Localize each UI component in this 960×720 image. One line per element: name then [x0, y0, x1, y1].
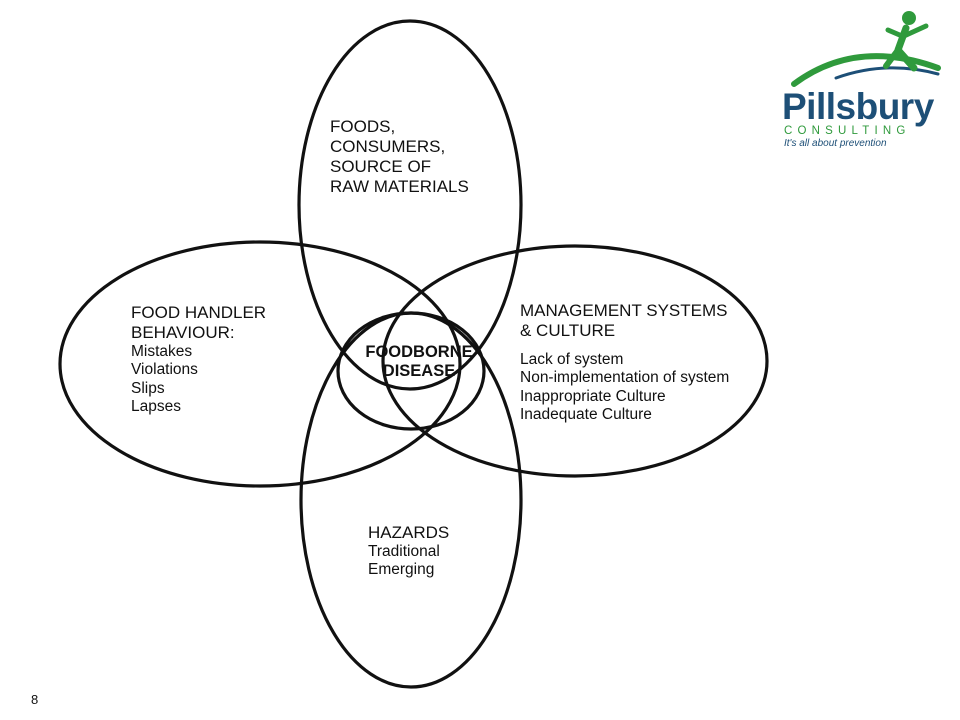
management-item-inappropriate-culture: Inappropriate Culture: [520, 387, 666, 405]
management-title-line-1: MANAGEMENT SYSTEMS: [520, 301, 728, 320]
management-item-lack-of-system: Lack of system: [520, 351, 624, 369]
runner-figure-icon: [791, 11, 941, 87]
management-title-line-2: & CULTURE: [520, 321, 616, 341]
foods-title-line-3: SOURCE OF: [330, 157, 432, 177]
food-handler-behaviour-label: FOOD HANDLER BEHAVIOUR: Mistakes Violati…: [131, 303, 266, 416]
management-systems-label: MANAGEMENT SYSTEMS & CULTURE Lack of sys…: [520, 301, 729, 424]
logo-consulting-text: CONSULTING: [784, 125, 911, 137]
center-line-2: DISEASE: [382, 361, 456, 380]
pillsbury-consulting-logo: Pillsbury CONSULTING It's all about prev…: [776, 8, 946, 158]
hazards-title: HAZARDS: [368, 523, 450, 542]
foods-consumers-label: FOODS, CONSUMERS, SOURCE OF RAW MATERIAL…: [330, 117, 469, 197]
logo-tagline: It's all about prevention: [784, 138, 887, 149]
management-item-non-implementation: Non-implementation of system: [520, 369, 730, 387]
foods-title-line-2: CONSUMERS,: [330, 137, 446, 157]
ellipse-right: [381, 244, 769, 478]
hazards-label: HAZARDS Traditional Emerging: [368, 523, 449, 580]
management-item-inadequate-culture: Inadequate Culture: [520, 405, 652, 423]
ellipse-left: [58, 240, 462, 488]
behaviour-title-line-2: BEHAVIOUR:: [131, 323, 235, 343]
behaviour-title-line-1: FOOD HANDLER: [131, 303, 267, 322]
hazards-item-emerging: Emerging: [368, 561, 435, 579]
behaviour-item-slips: Slips: [131, 379, 165, 397]
foods-title-line-4: RAW MATERIALS: [330, 177, 469, 197]
ellipse-top: [297, 19, 523, 391]
behaviour-item-lapses: Lapses: [131, 397, 181, 415]
foodborne-disease-label: FOODBORNE DISEASE: [349, 343, 489, 381]
behaviour-item-violations: Violations: [131, 361, 198, 379]
ellipse-center: [336, 311, 486, 431]
behaviour-item-mistakes: Mistakes: [131, 343, 193, 361]
logo-wordmark: Pillsbury: [782, 86, 934, 127]
foods-title-line-1: FOODS,: [330, 117, 396, 136]
hazards-item-traditional: Traditional: [368, 543, 440, 561]
center-line-1: FOODBORNE: [365, 343, 473, 361]
page-number: 8: [31, 692, 39, 707]
